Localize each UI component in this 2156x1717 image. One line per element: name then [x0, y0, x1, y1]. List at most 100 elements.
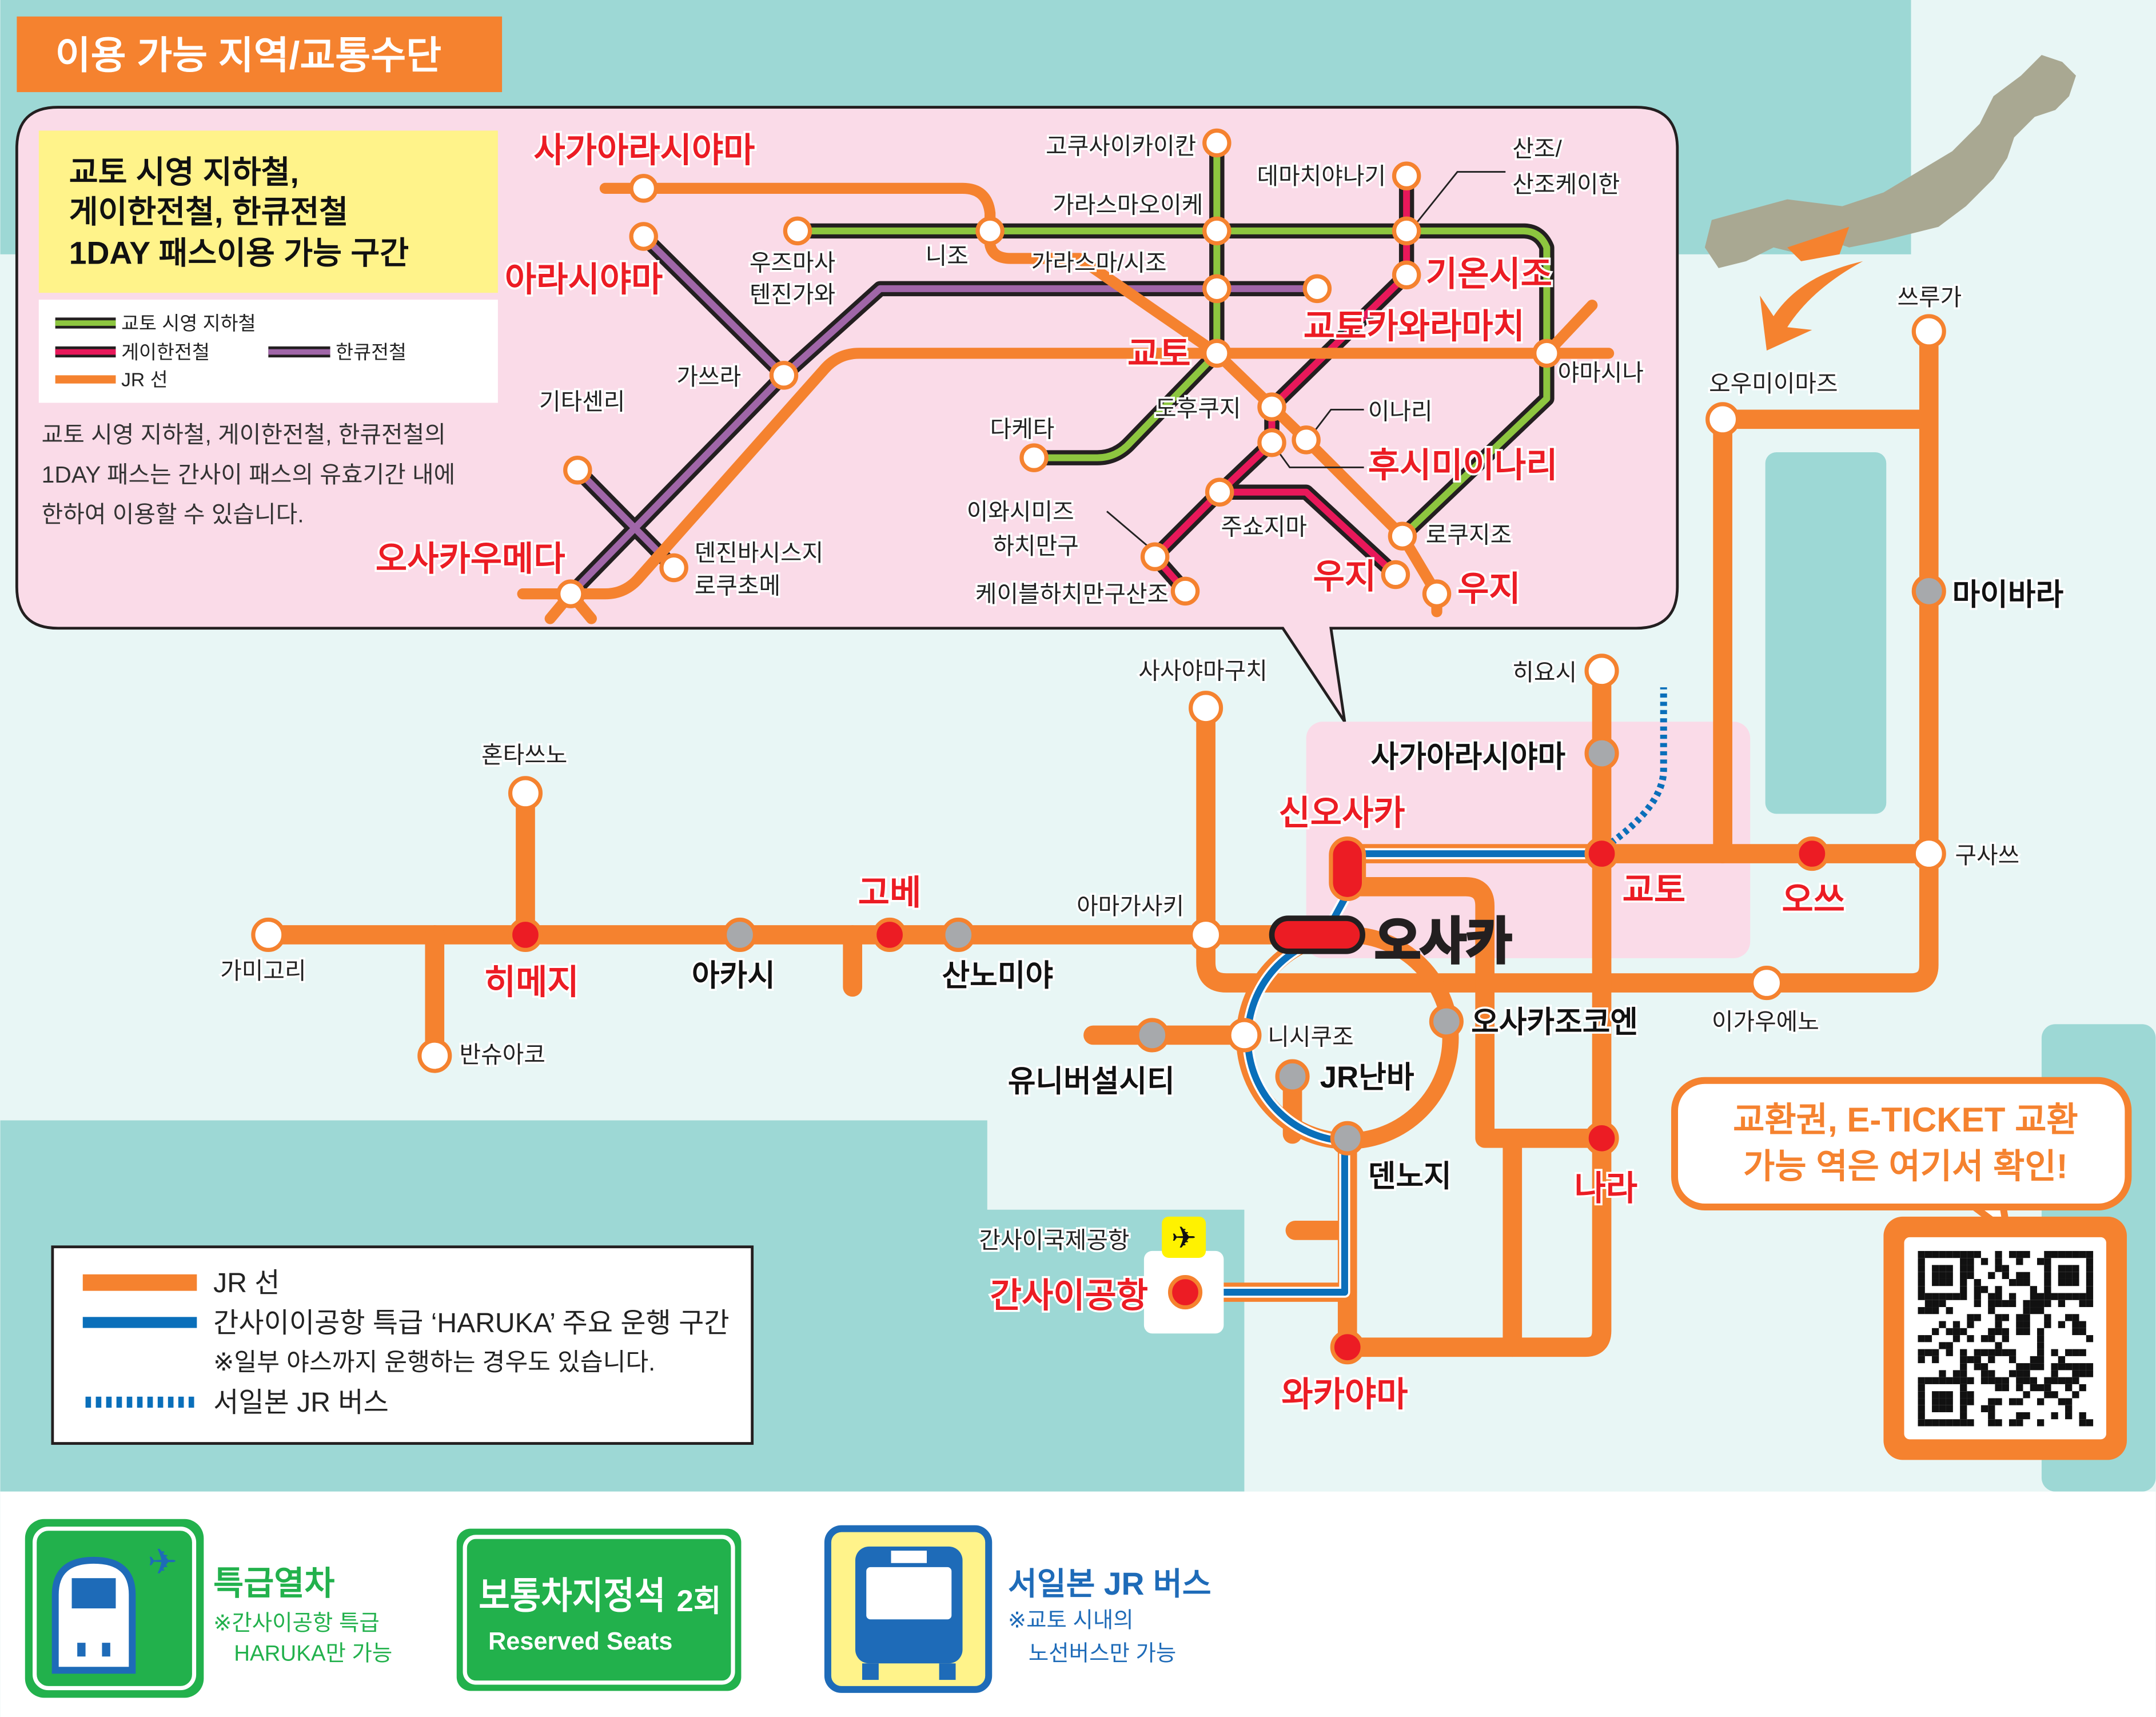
qr-module	[2086, 1370, 2094, 1377]
station-osaka-umeda[interactable]	[556, 579, 585, 608]
station-sannomiya[interactable]	[941, 917, 976, 952]
station-tennoji[interactable]	[1330, 1121, 1365, 1156]
station-kyoto[interactable]	[1584, 836, 1619, 871]
station-akashi[interactable]	[722, 917, 758, 952]
station-himeji[interactable]	[508, 917, 543, 952]
station-gion-shijo[interactable]	[1392, 260, 1421, 290]
station-yamashina[interactable]	[1532, 338, 1561, 368]
qr-module	[1939, 1321, 1946, 1328]
station-uji-jr[interactable]	[1422, 579, 1452, 608]
station-iwashimizu-hachimangu[interactable]	[1140, 542, 1170, 571]
qr-module	[1974, 1356, 1981, 1364]
qr-module	[1974, 1300, 1981, 1308]
qr-module	[1932, 1349, 1939, 1356]
station-kusatsu[interactable]	[1911, 836, 1946, 871]
qr-module	[1932, 1278, 1939, 1286]
qr-module	[2037, 1258, 2045, 1265]
label-uzumasa: 우즈마사	[750, 250, 835, 276]
qr-module	[2079, 1328, 2086, 1336]
station-uji-keihan[interactable]	[1381, 560, 1410, 589]
station-omi-imazu[interactable]	[1705, 402, 1740, 437]
station-wakayama[interactable]	[1330, 1330, 1365, 1365]
station-karasuma-shijo[interactable]	[1202, 274, 1232, 304]
qr-module	[1918, 1272, 1925, 1279]
station-amagasaki[interactable]	[1189, 917, 1224, 952]
station-demachiyanagi[interactable]	[1392, 161, 1421, 190]
station-tsuruga[interactable]	[1911, 314, 1946, 349]
qr-callout[interactable]: 교환권, E-TICKET 교환 가능 역은 여기서 확인!	[1671, 1077, 2132, 1460]
express-badge-border	[33, 1527, 197, 1691]
station-hontatsuno[interactable]	[508, 776, 543, 811]
qr-module	[2044, 1272, 2051, 1279]
station-osaka[interactable]	[1269, 915, 1366, 954]
station-nishikujo[interactable]	[1227, 1018, 1262, 1053]
station-nijo[interactable]	[975, 216, 1005, 246]
station-shin-osaka[interactable]	[1329, 836, 1366, 902]
station-saga-arashiyama-inset[interactable]	[629, 174, 658, 203]
station-hiyoshi[interactable]	[1584, 654, 1619, 688]
qr-module	[1960, 1377, 1967, 1384]
station-rokujizo[interactable]	[1388, 521, 1417, 551]
qr-module	[1960, 1265, 1967, 1272]
qr-module	[2086, 1419, 2094, 1427]
qr-module	[2051, 1377, 2058, 1384]
qr-module	[1960, 1356, 1967, 1364]
station-sasayamaguchi[interactable]	[1189, 691, 1224, 726]
station-fushimi-inari[interactable]	[1257, 428, 1286, 457]
qr-module	[2023, 1321, 2030, 1328]
qr-module	[1946, 1250, 1953, 1258]
station-sanjo[interactable]	[1392, 216, 1421, 246]
station-arashiyama[interactable]	[629, 222, 658, 251]
station-tofukuji[interactable]	[1257, 392, 1286, 421]
station-chushojima[interactable]	[1205, 477, 1234, 507]
qr-module	[2044, 1278, 2051, 1286]
station-inari[interactable]	[1292, 425, 1321, 455]
qr-module	[2065, 1412, 2073, 1420]
station-takeda[interactable]	[1019, 443, 1049, 472]
station-kawaramachi[interactable]	[1302, 274, 1332, 304]
qr-module	[1946, 1278, 1953, 1286]
station-iga-ueno[interactable]	[1749, 966, 1784, 1001]
qr-module	[2051, 1293, 2058, 1300]
station-saga-arashiyama[interactable]	[1584, 736, 1619, 771]
station-osakajokoen[interactable]	[1429, 1004, 1464, 1039]
qr-module	[2044, 1250, 2051, 1258]
station-kansai-airport[interactable]	[1167, 1275, 1203, 1310]
reserved-count: 2회	[676, 1584, 721, 1618]
station-otsu[interactable]	[1795, 836, 1830, 871]
qr-module	[1995, 1321, 2002, 1328]
qr-module	[2044, 1300, 2051, 1308]
qr-module	[1918, 1278, 1925, 1286]
qr-module	[1995, 1384, 2002, 1392]
label-sasayamaguchi: 사사야마구치	[1138, 658, 1268, 684]
station-uzumasa-tenjingawa[interactable]	[783, 216, 812, 246]
callout-box	[1671, 1077, 2132, 1211]
station-tenjinbashisuji[interactable]	[659, 553, 688, 583]
qr-module	[2044, 1384, 2051, 1392]
station-universal-city[interactable]	[1135, 1018, 1170, 1053]
station-kobe[interactable]	[872, 917, 907, 952]
qr-module	[1932, 1265, 1939, 1272]
qr-module	[1995, 1286, 2002, 1293]
qr-code[interactable]	[1918, 1250, 2094, 1427]
station-nara[interactable]	[1584, 1121, 1619, 1156]
qr-module	[2016, 1321, 2023, 1328]
qr-module	[2065, 1405, 2073, 1412]
header: 이용 가능 지역/교통수단	[17, 16, 503, 93]
label-tenjinbashisuji: 덴진바시스지	[695, 540, 824, 566]
station-karasuma-oike[interactable]	[1202, 216, 1232, 246]
station-maibara[interactable]	[1911, 573, 1946, 608]
station-kokusaikaikan[interactable]	[1202, 128, 1232, 158]
qr-module	[2079, 1419, 2086, 1427]
qr-module	[2044, 1286, 2051, 1293]
station-kyoto-inset[interactable]	[1202, 338, 1232, 368]
station-cable-hachimangu-sanjo[interactable]	[1170, 576, 1200, 606]
station-kitasenri[interactable]	[563, 456, 592, 485]
qr-module	[2008, 1300, 2016, 1308]
qr-module	[2079, 1370, 2086, 1377]
station-katsura[interactable]	[769, 361, 799, 390]
legend-label-keihan: 게이한전철	[121, 342, 210, 364]
station-banshu-ako[interactable]	[417, 1038, 452, 1073]
station-kamigori[interactable]	[251, 917, 286, 952]
station-jr-namba[interactable]	[1275, 1059, 1310, 1094]
